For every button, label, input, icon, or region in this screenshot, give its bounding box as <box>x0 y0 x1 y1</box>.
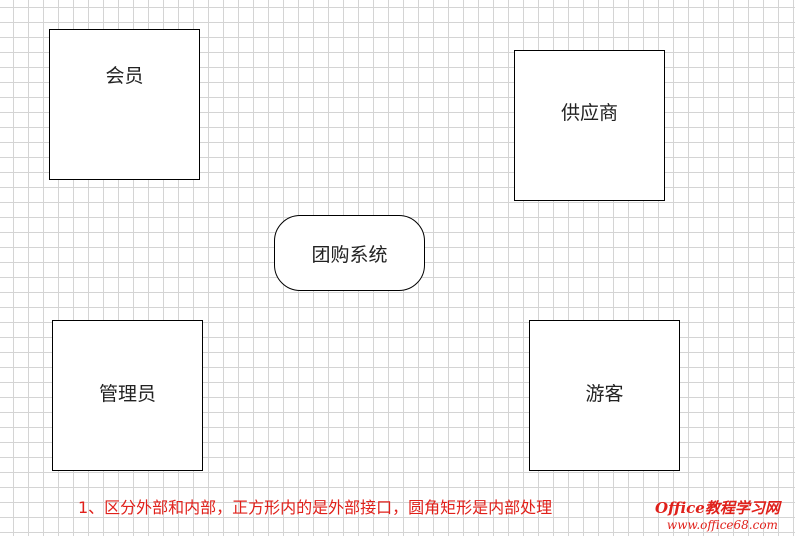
external-entity-admin[interactable]: 管理员 <box>52 320 203 471</box>
annotation-note: 1、区分外部和内部，正方形内的是外部接口，圆角矩形是内部处理 <box>78 498 553 517</box>
system-label: 团购系统 <box>311 243 388 266</box>
supplier-label: 供应商 <box>560 102 618 124</box>
watermark-url: www.office68.com <box>666 518 778 532</box>
external-entity-supplier[interactable]: 供应商 <box>514 50 665 201</box>
watermark-title: Office教程学习网 <box>655 499 780 517</box>
member-label: 会员 <box>105 65 144 87</box>
external-entity-member[interactable]: 会员 <box>49 29 200 180</box>
admin-label: 管理员 <box>98 383 156 405</box>
watermark-logo: Office教程学习网 www.office68.com <box>655 497 780 532</box>
visitor-label: 游客 <box>585 383 624 405</box>
internal-process-group-buy-system[interactable]: 团购系统 <box>274 215 425 291</box>
external-entity-visitor[interactable]: 游客 <box>529 320 680 471</box>
